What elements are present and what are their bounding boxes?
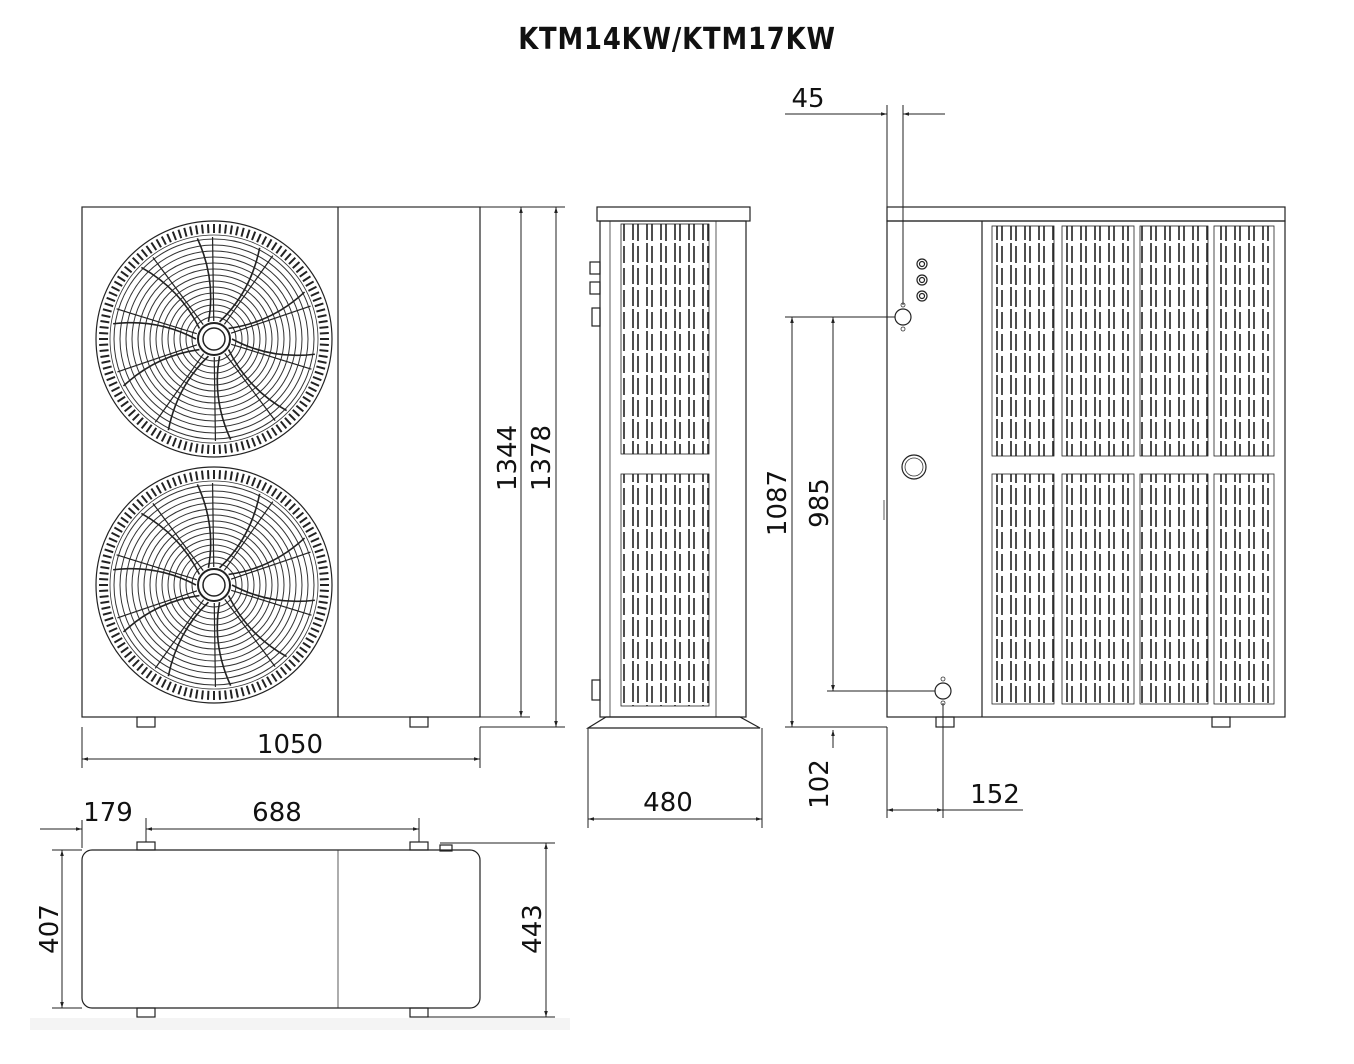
dim-width: 1050	[257, 730, 323, 760]
dim-pipe-side: 152	[970, 780, 1020, 810]
front-view: 1344 1378 1050	[81, 206, 565, 768]
upper-pipe-icon	[894, 308, 912, 326]
dim-pipe-height: 1087	[763, 470, 793, 536]
side-view: 480	[585, 206, 763, 828]
dim-top-offset: 45	[791, 84, 824, 114]
floor-shade	[30, 1018, 570, 1030]
dim-foot-spacing: 688	[252, 798, 302, 828]
dim-top-depth-inner: 407	[35, 904, 65, 954]
upper-fan-icon	[95, 220, 333, 458]
drain-port-icon	[901, 454, 927, 480]
dim-pipe-spacing: 985	[805, 478, 835, 528]
dim-height-inner: 1344	[493, 425, 523, 491]
dim-pipe-bottom: 102	[805, 759, 835, 809]
dim-foot-offset: 179	[83, 798, 133, 828]
drawing-title: KTM14KW/KTM17KW	[518, 22, 836, 57]
top-view: 179 688 407 443	[35, 798, 555, 1018]
dim-height-total: 1378	[527, 425, 557, 491]
dim-depth: 480	[643, 788, 693, 818]
back-view: 45 1087 985 102 152	[763, 84, 1286, 818]
dim-top-depth-total: 443	[518, 904, 548, 954]
lower-fan-icon	[95, 466, 333, 704]
lower-pipe-icon	[934, 682, 952, 700]
